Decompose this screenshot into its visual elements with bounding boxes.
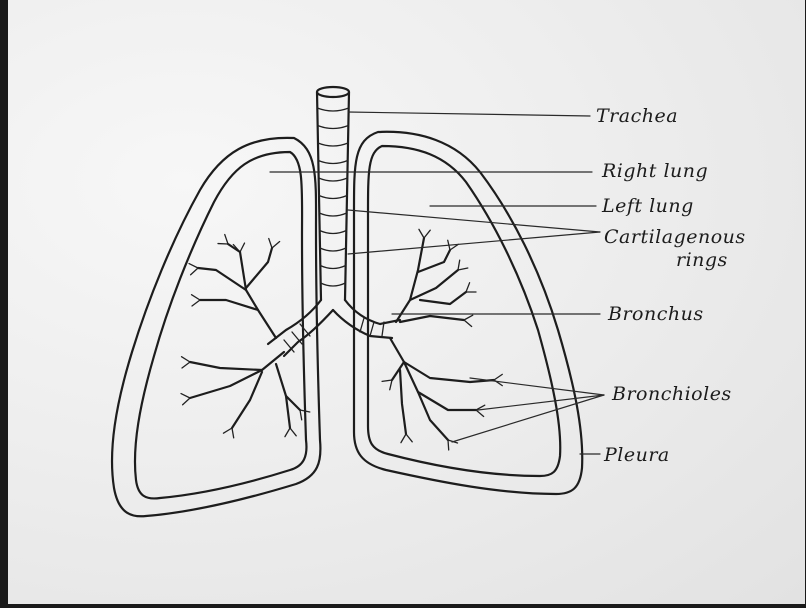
left-bronchus — [333, 300, 400, 338]
bronchiole-branch — [392, 362, 404, 380]
bronchiole-tip — [182, 357, 190, 368]
bronchiole-tip — [285, 428, 296, 437]
leader-trachea — [348, 112, 590, 116]
bronchiole-branch — [198, 268, 246, 290]
bronchiole-branch — [418, 392, 448, 440]
trachea-ring — [318, 143, 348, 146]
bronchiole-branch — [240, 252, 276, 338]
bronchiole-branch — [418, 250, 450, 272]
label-pleura: Pleura — [603, 444, 670, 466]
bronchiole-tip — [464, 315, 473, 326]
trachea-ring — [320, 248, 346, 251]
bronchiole-branch — [420, 292, 466, 304]
trachea-ring — [319, 196, 347, 199]
label-rings: rings — [676, 249, 728, 271]
bronchiole-tip — [494, 374, 502, 385]
bronchiole-tip — [192, 295, 200, 306]
bronchus-ring — [360, 318, 364, 332]
trachea-ring — [319, 213, 346, 216]
right-bronchioles — [181, 235, 310, 438]
label-right-lung: Right lung — [601, 160, 708, 182]
bronchiole-tip — [476, 405, 485, 416]
bronchiole-branch — [400, 370, 406, 434]
bronchiole-branch — [276, 364, 290, 428]
bronchiole-branch — [396, 238, 424, 322]
trachea-ring — [321, 283, 346, 286]
bronchus-ring — [370, 322, 374, 336]
left-bronchioles — [382, 229, 502, 450]
trachea-ring — [318, 161, 347, 164]
trachea-ring — [319, 178, 348, 181]
bronchiole-tip — [419, 229, 430, 238]
bronchiole-tip — [466, 283, 476, 292]
right-bronchus — [268, 300, 333, 356]
leader-rings-1 — [348, 210, 600, 232]
label-trachea: Trachea — [596, 105, 678, 127]
trachea-ring — [317, 108, 348, 111]
bronchus-ring — [300, 324, 310, 336]
right-lung-outline — [135, 152, 307, 498]
bronchiole-branch — [190, 352, 284, 398]
bronchiole-branch — [232, 372, 262, 428]
label-bronchioles: Bronchioles — [611, 383, 732, 405]
leader-rings-2 — [348, 232, 600, 254]
label-cartilagenous: Cartilagenous — [604, 226, 746, 248]
bronchiole-branch — [190, 362, 262, 370]
leader-bronchioles-2 — [478, 395, 604, 410]
bronchiole-branch — [246, 248, 272, 288]
bronchiole-branch — [400, 316, 464, 322]
bronchiole-branch — [390, 338, 494, 382]
label-left-lung: Left lung — [601, 195, 694, 217]
bronchiole-tip — [458, 260, 468, 270]
label-bronchus: Bronchus — [607, 303, 704, 325]
left-lung-outline — [368, 146, 560, 476]
trachea-ring — [320, 266, 345, 269]
bronchiole-tip — [181, 394, 190, 405]
trachea-ring — [318, 126, 349, 129]
bronchiole-tip — [218, 235, 228, 244]
bronchiole-tip — [223, 428, 233, 438]
cartilagenous-rings — [317, 108, 348, 286]
bronchiole-tip — [269, 239, 280, 248]
bronchiole-tip — [382, 380, 392, 390]
bronchiole-tip — [401, 434, 412, 443]
leader-bronchioles-1 — [470, 378, 604, 395]
bronchiole-branch — [200, 300, 258, 310]
bronchiole-tip — [189, 264, 198, 275]
trachea-ring — [320, 231, 347, 234]
